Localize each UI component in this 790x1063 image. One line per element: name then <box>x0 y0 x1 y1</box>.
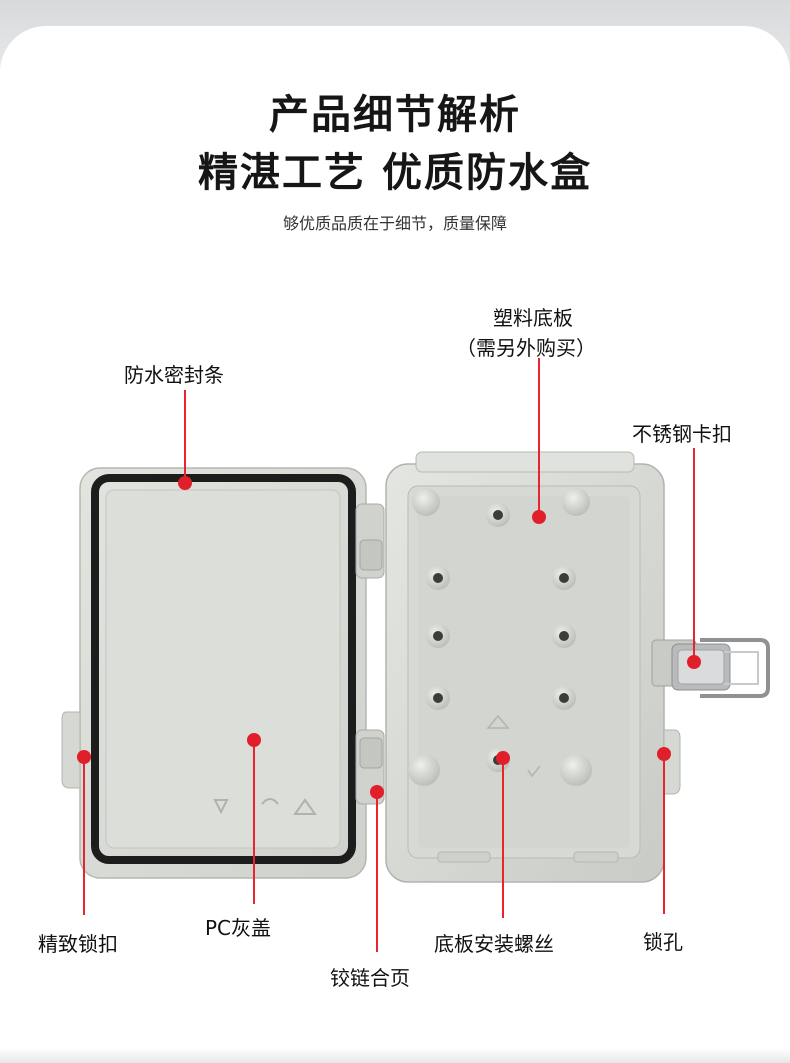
hinge-marker <box>370 785 384 799</box>
plastic-plate-leader <box>538 358 540 518</box>
lock-buckle-label: 精致锁扣 <box>38 932 118 956</box>
seal-strip-marker <box>178 476 192 490</box>
pc-lid <box>61 467 385 879</box>
steel-buckle-label: 不锈钢卡扣 <box>632 422 732 446</box>
stainless-latch <box>651 638 770 698</box>
page-subtitle: 够优质品质在于细节，质量保障 <box>282 214 507 233</box>
pc-cover-label: PC灰盖 <box>205 916 272 940</box>
hinge-label: 铰链合页 <box>330 966 410 990</box>
lock-hole-leader <box>663 754 665 914</box>
plastic-plate-note: （需另外购买） <box>456 336 596 360</box>
lock-buckle-marker <box>77 750 91 764</box>
page-title: 产品细节解析 <box>269 92 521 138</box>
mount-screws-label: 底板安装螺丝 <box>434 932 554 956</box>
bottom-shade <box>0 1048 790 1063</box>
plastic-plate-label: 塑料底板 <box>493 306 573 330</box>
box-base <box>385 451 770 883</box>
seal-strip-label: 防水密封条 <box>124 363 224 387</box>
mount-screws-marker <box>496 751 510 765</box>
pc-cover-leader <box>253 740 255 904</box>
lock-hole-marker <box>657 747 671 761</box>
page-headline: 精湛工艺 优质防水盒 <box>198 150 592 196</box>
plastic-plate-marker <box>532 510 546 524</box>
mount-screws-leader <box>502 758 504 918</box>
steel-buckle-marker <box>687 655 701 669</box>
pc-cover-marker <box>247 733 261 747</box>
lock-buckle-leader <box>83 757 85 915</box>
hinge-leader <box>376 792 378 952</box>
lock-hole-label: 锁孔 <box>643 930 683 954</box>
seal-strip-leader <box>184 390 186 482</box>
steel-buckle-leader <box>693 448 695 662</box>
